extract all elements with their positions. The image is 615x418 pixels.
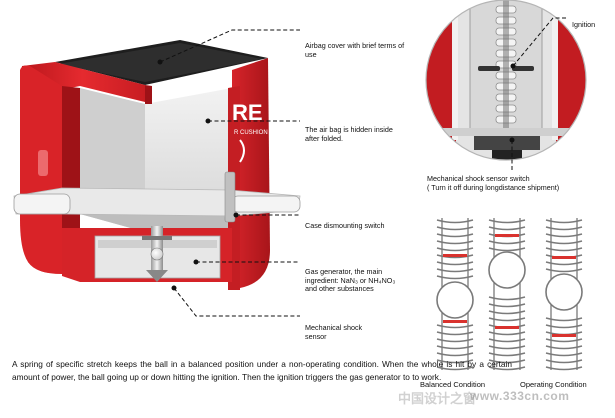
label-case-switch: Case dismounting switch [305,221,385,230]
spring-column-2 [488,218,526,371]
caption-balanced: Balanced Condition [420,380,486,389]
case-switch-part [224,171,236,223]
zoom-spring-coil [495,0,517,130]
leader-dots [157,59,516,291]
label-sensor-switch: Mechanical shock sensor switch [427,174,530,183]
leader-airbag-cover [159,29,300,63]
zoom-circle [425,0,587,161]
caption-operating: Operating Condition [520,380,587,389]
description-text: A spring of specific stretch keeps the b… [12,359,512,382]
leader-shock-sensor [173,287,300,317]
label-airbag-cover: Airbag cover with brief terms of use [305,41,405,59]
spring-column-3 [545,218,583,371]
watermark-url: www.333cn.com [470,389,570,403]
device-right-wall [232,58,270,288]
airbag-device: RE R CUSHION [13,40,301,290]
label-airbag-hidden: The air bag is hidden inside after folde… [305,125,393,143]
leader-lines [159,17,568,317]
watermark-cn: 中国设计之窗 [398,391,477,406]
spring-column-1 [436,218,474,371]
label-shock-sensor: Mechanical shock sensor [305,323,363,341]
label-gas-generator: Gas generator, the main ingredient: NaN₃… [305,267,396,294]
device-brand-small: R CUSHION [234,130,268,136]
leader-ignition [512,17,568,67]
spring-conditions [436,218,583,371]
label-sensor-switch-note: ( Turn it off during longdistance shipme… [427,183,560,192]
label-ignition: Ignition [572,20,596,29]
